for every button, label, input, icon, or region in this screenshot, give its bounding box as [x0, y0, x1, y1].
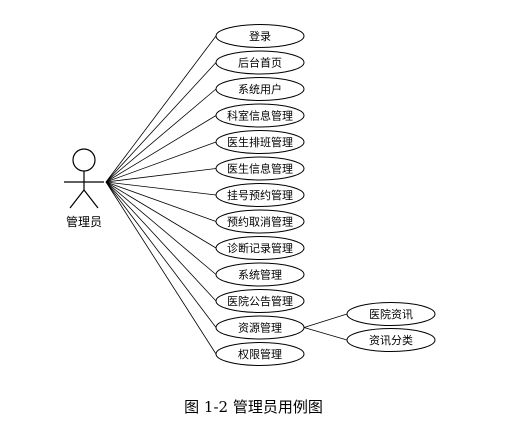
association-diagnosis	[105, 181, 217, 249]
use-case-doctor-ellipse	[215, 156, 305, 181]
association-appointment	[105, 181, 217, 196]
use-case-system-ellipse	[215, 262, 305, 287]
use-case-appointment: 挂号预约管理	[215, 183, 305, 207]
use-case-cancel-ellipse	[215, 209, 305, 234]
use-case-dept-ellipse	[215, 103, 305, 128]
use-case-resource-label: 资源管理	[238, 321, 282, 335]
association-cancel	[105, 181, 217, 222]
use-case-login-label: 登录	[249, 29, 271, 43]
use-case-appointment-ellipse	[215, 183, 305, 207]
use-case-schedule-ellipse	[215, 130, 305, 154]
use-case-schedule: 医生排班管理	[215, 130, 305, 154]
actor-left-leg	[69, 189, 85, 209]
use-case-news-category: 资讯分类	[346, 328, 436, 352]
use-case-home-ellipse	[215, 50, 305, 75]
use-case-notice: 医院公告管理	[215, 289, 305, 313]
association-schedule	[105, 141, 217, 183]
actor-label: 管理员	[66, 214, 102, 229]
use-case-resource-ellipse	[215, 315, 305, 340]
use-case-news-category-label: 资讯分类	[369, 333, 413, 347]
use-case-diagnosis-label: 诊断记录管理	[227, 241, 293, 255]
actor-figure	[64, 148, 104, 209]
use-case-sys-user: 系统用户	[215, 77, 305, 101]
use-case-schedule-label: 医生排班管理	[227, 135, 293, 149]
use-case-dept-label: 科室信息管理	[227, 109, 293, 123]
association-home	[105, 62, 217, 183]
use-case-home-label: 后台首页	[238, 56, 282, 70]
association-hospital-news	[303, 313, 348, 328]
use-case-sys-user-label: 系统用户	[238, 82, 282, 96]
use-case-permission-ellipse	[215, 342, 305, 366]
association-resource	[105, 181, 217, 328]
use-case-sys-user-ellipse	[215, 77, 305, 101]
actor-head	[72, 148, 96, 172]
use-case-appointment-label: 挂号预约管理	[227, 188, 293, 202]
association-dept	[105, 115, 217, 183]
association-sys-user	[105, 88, 217, 183]
use-case-login: 登录	[215, 24, 305, 48]
use-case-news-category-ellipse	[346, 328, 436, 352]
use-case-system: 系统管理	[215, 262, 305, 287]
use-case-dept: 科室信息管理	[215, 103, 305, 128]
use-case-notice-label: 医院公告管理	[227, 294, 293, 308]
use-case-permission-label: 权限管理	[238, 347, 282, 361]
figure-caption: 图 1-2 管理员用例图	[184, 398, 323, 416]
use-case-doctor-label: 医生信息管理	[227, 162, 293, 176]
use-case-doctor: 医生信息管理	[215, 156, 305, 181]
use-case-diagnosis-ellipse	[215, 236, 305, 260]
use-case-resource: 资源管理	[215, 315, 305, 340]
association-login	[105, 35, 217, 183]
association-permission	[105, 181, 217, 355]
use-case-cancel: 预约取消管理	[215, 209, 305, 234]
use-case-system-label: 系统管理	[238, 268, 282, 282]
association-news-category	[303, 327, 348, 341]
actor-right-leg	[83, 189, 99, 209]
association-notice	[105, 181, 217, 302]
use-case-hospital-news: 医院资讯	[346, 302, 436, 326]
association-doctor	[105, 168, 217, 183]
association-system	[105, 181, 217, 275]
use-case-home: 后台首页	[215, 50, 305, 75]
use-case-cancel-label: 预约取消管理	[227, 215, 293, 229]
use-case-notice-ellipse	[215, 289, 305, 313]
use-case-diagnosis: 诊断记录管理	[215, 236, 305, 260]
use-case-hospital-news-ellipse	[346, 302, 436, 326]
use-case-login-ellipse	[215, 24, 305, 48]
use-case-hospital-news-label: 医院资讯	[369, 307, 413, 321]
use-case-permission: 权限管理	[215, 342, 305, 366]
